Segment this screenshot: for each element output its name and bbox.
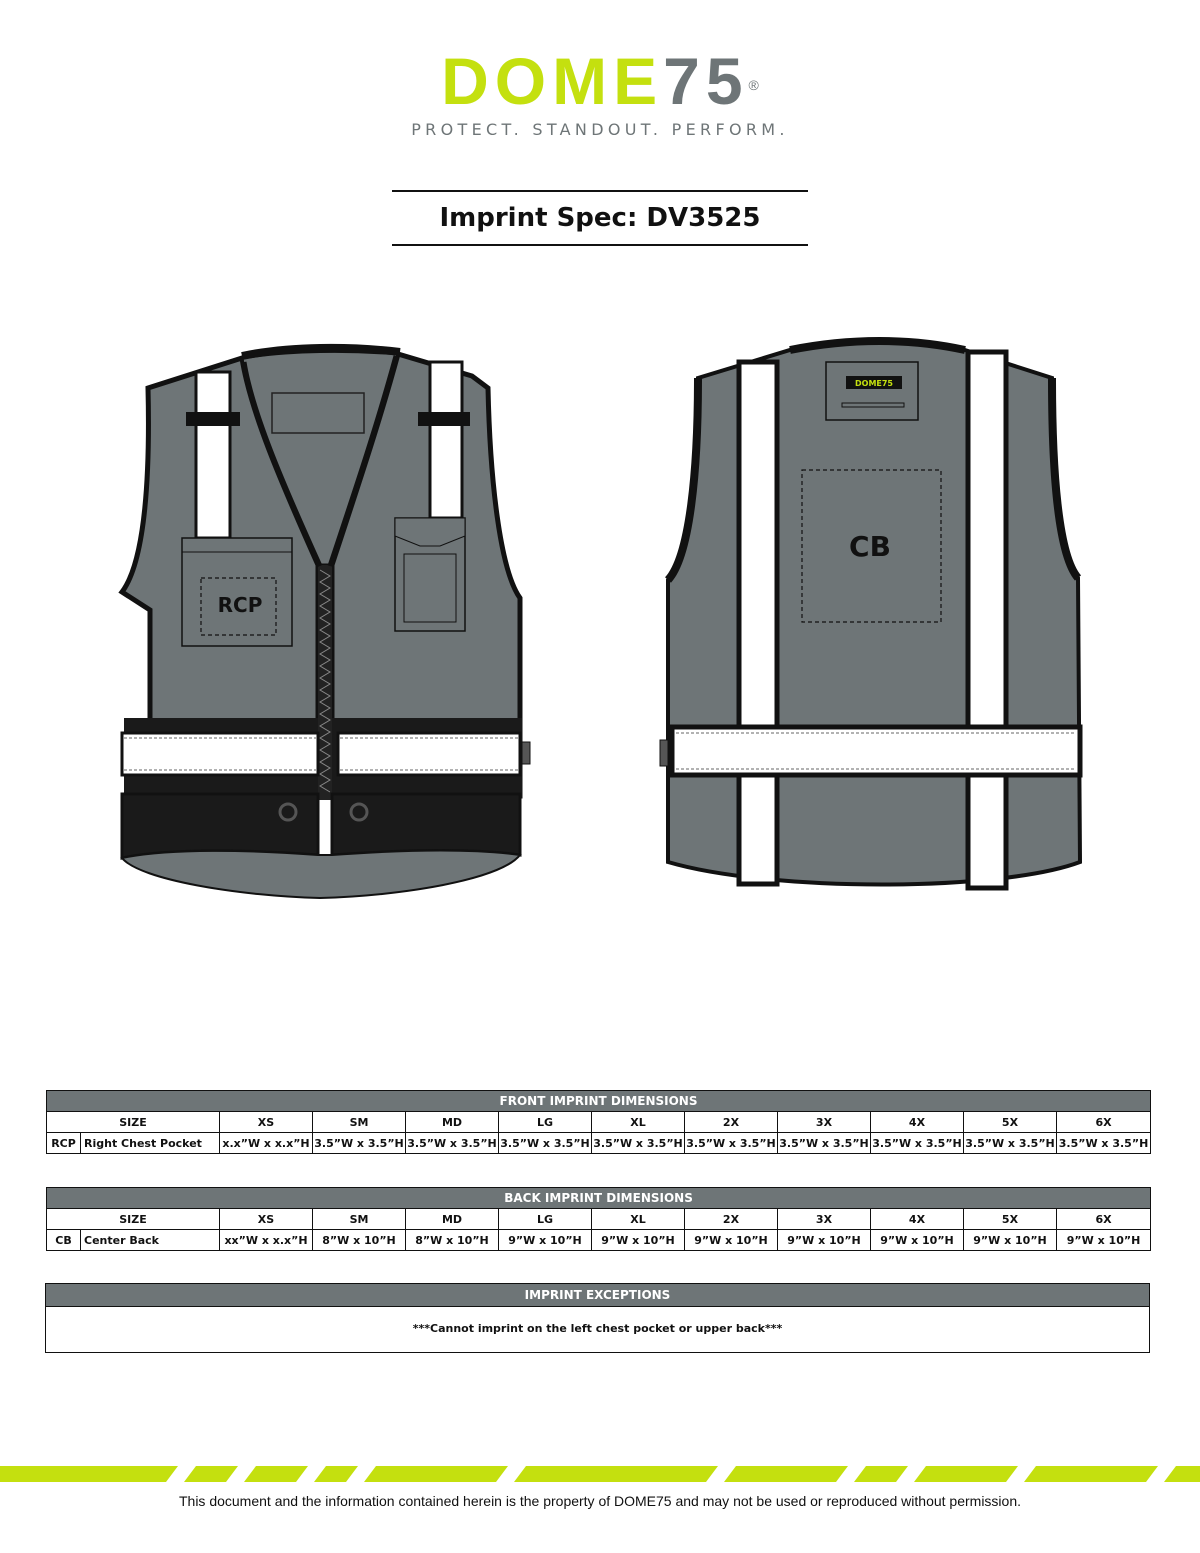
- size-col: SM: [312, 1111, 406, 1133]
- back-neck-tag: DOME75: [855, 379, 893, 388]
- size-col: XS: [219, 1208, 313, 1230]
- dimension-cell: 3.5”W x 3.5”H: [405, 1132, 499, 1154]
- size-col: XL: [591, 1208, 685, 1230]
- size-col: 2X: [684, 1111, 778, 1133]
- exceptions-header: IMPRINT EXCEPTIONS: [46, 1284, 1149, 1307]
- front-imprint-table: FRONT IMPRINT DIMENSIONS SIZE XS SM MD L…: [45, 1090, 1152, 1154]
- location-name: Center Back: [80, 1229, 220, 1251]
- size-header: SIZE: [46, 1111, 220, 1133]
- rcp-imprint-area: [200, 577, 277, 636]
- back-table-header: BACK IMPRINT DIMENSIONS: [45, 1187, 1152, 1209]
- front-size-row: SIZE XS SM MD LG XL 2X 3X 4X 5X 6X: [46, 1111, 1152, 1133]
- dimension-cell: 3.5”W x 3.5”H: [963, 1132, 1057, 1154]
- dimension-cell: 9”W x 10”H: [684, 1229, 778, 1251]
- size-col: LG: [498, 1208, 592, 1230]
- location-name: Right Chest Pocket: [80, 1132, 220, 1154]
- size-col: XL: [591, 1111, 685, 1133]
- dimension-cell: 3.5”W x 3.5”H: [498, 1132, 592, 1154]
- dimension-cell: xx”W x x.x”H: [219, 1229, 313, 1251]
- imprint-exceptions-box: IMPRINT EXCEPTIONS ***Cannot imprint on …: [45, 1283, 1150, 1353]
- vest-illustrations: RCP: [118, 337, 1083, 900]
- location-code: CB: [46, 1229, 81, 1251]
- dimension-cell: 9”W x 10”H: [498, 1229, 592, 1251]
- size-header: SIZE: [46, 1208, 220, 1230]
- rcp-label: RCP: [218, 593, 263, 617]
- page-title-block: Imprint Spec: DV3525: [392, 190, 808, 246]
- size-col: MD: [405, 1208, 499, 1230]
- dimension-cell: 3.5”W x 3.5”H: [777, 1132, 871, 1154]
- dimension-cell: 9”W x 10”H: [1055, 1229, 1152, 1251]
- dimension-cell: 3.5”W x 3.5”H: [1055, 1132, 1152, 1154]
- size-col: SM: [312, 1208, 406, 1230]
- dimension-cell: 3.5”W x 3.5”H: [591, 1132, 685, 1154]
- back-vest-illustration: DOME75 CB: [659, 337, 1083, 891]
- brand-logo: DOME75® PROTECT. STANDOUT. PERFORM.: [0, 48, 1200, 139]
- logo-primary: DOME: [441, 44, 664, 118]
- dimension-cell: 9”W x 10”H: [870, 1229, 964, 1251]
- cb-imprint-area: [801, 469, 942, 623]
- dimension-cell: 9”W x 10”H: [963, 1229, 1057, 1251]
- back-size-row: SIZE XS SM MD LG XL 2X 3X 4X 5X 6X: [46, 1208, 1152, 1230]
- size-col: 6X: [1055, 1208, 1152, 1230]
- decorative-hazard-stripes: [0, 1466, 1200, 1482]
- logo-secondary: 75: [663, 44, 749, 118]
- size-col: 2X: [684, 1208, 778, 1230]
- location-code: RCP: [46, 1132, 81, 1154]
- brand-tagline: PROTECT. STANDOUT. PERFORM.: [411, 120, 789, 139]
- size-col: LG: [498, 1111, 592, 1133]
- page-title: Imprint Spec: DV3525: [439, 203, 761, 233]
- size-col: MD: [405, 1111, 499, 1133]
- size-col: 5X: [963, 1111, 1057, 1133]
- dimension-cell: 9”W x 10”H: [591, 1229, 685, 1251]
- exceptions-text: ***Cannot imprint on the left chest pock…: [412, 1322, 783, 1335]
- legal-footer: This document and the information contai…: [178, 1493, 1022, 1509]
- dimension-cell: 9”W x 10”H: [777, 1229, 871, 1251]
- size-col: 3X: [777, 1208, 871, 1230]
- size-col: XS: [219, 1111, 313, 1133]
- registered-mark: ®: [748, 77, 759, 93]
- front-vest-illustration: RCP: [118, 343, 531, 900]
- table-row: RCP Right Chest Pocket x.x”W x x.x”H 3.5…: [46, 1132, 1152, 1154]
- size-col: 4X: [870, 1208, 964, 1230]
- cb-label: CB: [849, 530, 891, 563]
- size-col: 4X: [870, 1111, 964, 1133]
- dimension-cell: 3.5”W x 3.5”H: [684, 1132, 778, 1154]
- size-col: 6X: [1055, 1111, 1152, 1133]
- size-col: 5X: [963, 1208, 1057, 1230]
- logo-wordmark: DOME75®: [0, 48, 1200, 114]
- table-row: CB Center Back xx”W x x.x”H 8”W x 10”H 8…: [46, 1229, 1152, 1251]
- dimension-cell: 3.5”W x 3.5”H: [870, 1132, 964, 1154]
- dimension-cell: x.x”W x x.x”H: [219, 1132, 313, 1154]
- dimension-cell: 8”W x 10”H: [312, 1229, 406, 1251]
- front-table-header: FRONT IMPRINT DIMENSIONS: [45, 1090, 1152, 1112]
- size-col: 3X: [777, 1111, 871, 1133]
- back-imprint-table: BACK IMPRINT DIMENSIONS SIZE XS SM MD LG…: [45, 1187, 1152, 1251]
- dimension-cell: 3.5”W x 3.5”H: [312, 1132, 406, 1154]
- dimension-cell: 8”W x 10”H: [405, 1229, 499, 1251]
